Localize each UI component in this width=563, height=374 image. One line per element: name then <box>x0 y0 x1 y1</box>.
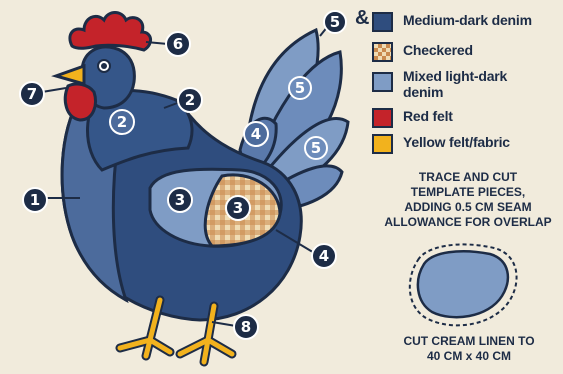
instructions-line: ADDING 0.5 CM SEAM <box>380 200 556 215</box>
comb <box>70 13 151 51</box>
marker-2-neck: 2 <box>110 110 134 134</box>
leader-line <box>42 88 66 92</box>
template-piece <box>410 244 517 325</box>
marker-3-wing: 3 <box>168 188 192 212</box>
beak <box>56 66 84 84</box>
marker-label: 5 <box>295 79 305 97</box>
swatch-red-felt <box>372 108 393 128</box>
instructions-text: TRACE AND CUT TEMPLATE PIECES, ADDING 0.… <box>380 170 556 230</box>
marker-label: 7 <box>27 85 37 103</box>
legend-item-medium-dark-denim: Medium-dark denim <box>372 12 532 32</box>
legend-item-checkered: Checkered <box>372 42 473 62</box>
marker-2-back: 2 <box>178 88 202 112</box>
marker-label: 3 <box>175 191 185 209</box>
legend-label: Medium-dark denim <box>403 12 532 28</box>
legend-item-yellow-felt: Yellow felt/fabric <box>372 134 510 154</box>
marker-7: 7 <box>20 82 44 106</box>
marker-5-lower-tail: 5 <box>305 137 327 159</box>
swatch-mixed-light-dark-denim <box>372 72 393 92</box>
marker-label: 5 <box>330 13 340 31</box>
marker-label: 1 <box>30 191 40 209</box>
marker-label: 4 <box>319 247 329 265</box>
footer-text: CUT CREAM LINEN TO 40 CM x 40 CM <box>394 334 544 364</box>
marker-label: 4 <box>251 125 261 143</box>
marker-1: 1 <box>23 188 47 212</box>
swatch-medium-dark-denim <box>372 12 393 32</box>
legend-label-multiline: Mixed light-dark denim <box>403 68 507 100</box>
legend-ampersand: & <box>355 7 369 30</box>
rooster-illustration <box>56 13 348 363</box>
template-piece-shape <box>418 251 508 317</box>
legend-item-red-felt: Red felt <box>372 108 453 128</box>
marker-5-top: 5 <box>324 11 346 33</box>
marker-label: 6 <box>173 35 183 53</box>
marker-label: 8 <box>241 318 251 336</box>
legend-item-mixed-light-dark-denim: Mixed light-dark denim <box>372 68 507 100</box>
marker-label: 3 <box>233 199 243 217</box>
marker-6: 6 <box>166 32 190 56</box>
marker-4-wing: 4 <box>312 244 336 268</box>
legend-label-line: denim <box>403 84 507 100</box>
legend-label: Yellow felt/fabric <box>403 134 510 150</box>
marker-4-tail: 4 <box>244 122 268 146</box>
footer-line: CUT CREAM LINEN TO <box>394 334 544 349</box>
wattle <box>65 84 95 120</box>
marker-label: 2 <box>117 113 127 131</box>
footer-line: 40 CM x 40 CM <box>394 349 544 364</box>
leader-line <box>212 322 236 326</box>
eye-pupil <box>101 63 107 69</box>
instructions-line: TRACE AND CUT <box>380 170 556 185</box>
marker-5-upper-tail: 5 <box>289 77 311 99</box>
marker-label: 5 <box>311 139 321 157</box>
legend-label-line: Mixed light-dark <box>403 68 507 84</box>
instructions-line: ALLOWANCE FOR OVERLAP <box>380 215 556 230</box>
swatch-yellow-felt <box>372 134 393 154</box>
swatch-checkered <box>372 42 393 62</box>
legend-label: Red felt <box>403 108 453 124</box>
legend-label: Checkered <box>403 42 473 58</box>
marker-3-checkered: 3 <box>226 196 250 220</box>
marker-label: 2 <box>185 91 195 109</box>
marker-8: 8 <box>234 315 258 339</box>
instructions-line: TEMPLATE PIECES, <box>380 185 556 200</box>
